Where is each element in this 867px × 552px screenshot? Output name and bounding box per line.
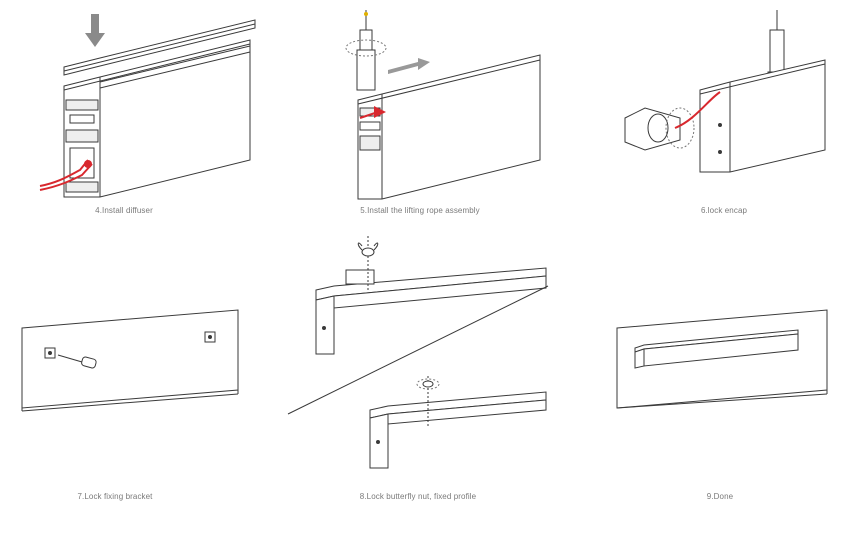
power-cable xyxy=(675,92,720,128)
step-8-illustration: 8.Lock butterfly nut, fixed profile xyxy=(290,230,580,552)
power-cable xyxy=(360,106,386,118)
screwdriver-icon xyxy=(58,355,97,369)
step-5-caption: 5.Install the lifting rope assembly xyxy=(360,206,480,215)
ceiling-line xyxy=(288,286,548,414)
step-9-caption: 9.Done xyxy=(706,492,734,501)
step-8-caption: 8.Lock butterfly nut, fixed profile xyxy=(359,492,477,501)
connector-nut xyxy=(625,108,694,150)
fixing-bracket-right xyxy=(205,332,215,342)
butterfly-nut-rotate-icon xyxy=(417,376,439,428)
wall-panel xyxy=(22,310,238,411)
step-6-caption: 6.lock encap xyxy=(700,206,748,215)
step-4-caption: 4.Install diffuser xyxy=(95,206,153,215)
step-5-illustration: 5.Install the lifting rope assembly xyxy=(290,0,580,230)
end-cap-profile xyxy=(700,60,825,172)
slide-arrow-icon xyxy=(388,58,430,74)
upper-profile xyxy=(316,268,546,354)
step-4-illustration: 4.Install diffuser xyxy=(0,0,290,230)
lifting-rope-assembly xyxy=(346,10,386,90)
step-9-illustration: 9.Done xyxy=(580,230,867,552)
installed-profile xyxy=(635,330,798,368)
lower-profile xyxy=(370,392,546,468)
step-7-illustration: 7.Lock fixing bracket xyxy=(0,230,290,552)
aluminium-profile xyxy=(358,55,540,199)
down-arrow-icon xyxy=(85,14,105,47)
butterfly-nut-icon xyxy=(358,236,378,290)
aluminium-profile xyxy=(64,40,250,197)
step-6-illustration: 6.lock encap xyxy=(580,0,867,230)
lifting-rope-assembly xyxy=(768,10,786,78)
fixing-bracket-left xyxy=(45,348,55,358)
step-7-caption: 7.Lock fixing bracket xyxy=(77,492,153,501)
diffuser-cover xyxy=(64,20,255,75)
power-cable xyxy=(40,160,92,190)
